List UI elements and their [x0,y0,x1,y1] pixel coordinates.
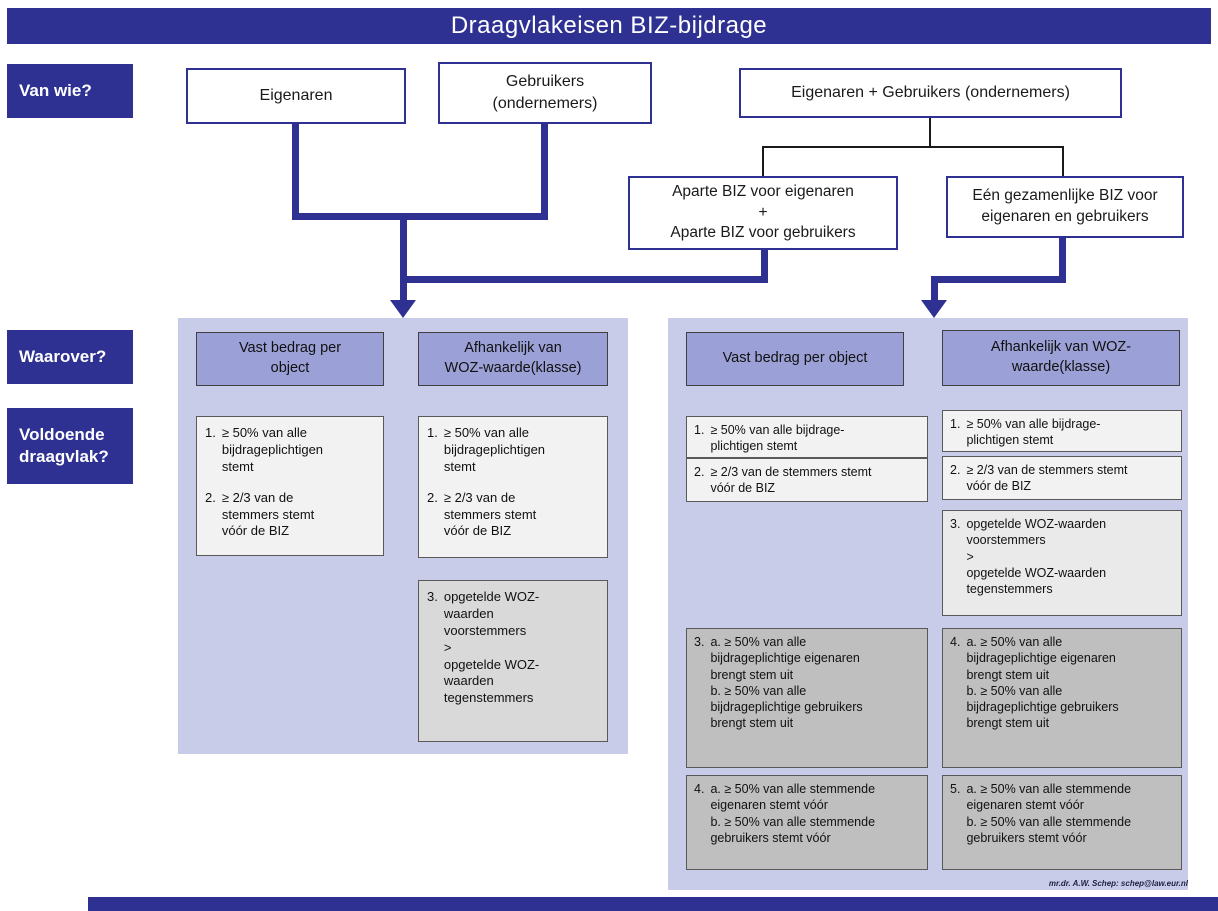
connector-to-aparte [762,146,764,176]
right-panel-col1-req4: 4. a. ≥ 50% van alle stemmende eigenaren… [686,775,928,870]
requirement-item: 3. a. ≥ 50% van alle bijdrageplichtige e… [694,634,920,732]
requirement-item: 4. a. ≥ 50% van alle stemmende eigenaren… [694,781,920,846]
item-text: a. ≥ 50% van alle stemmende eigenaren st… [966,782,1132,845]
right-panel-header-vast-bedrag: Vast bedrag per object [686,332,904,386]
bottom-bar [88,897,1218,911]
item-number: 5. [950,782,961,796]
item-number: 2. [950,463,961,477]
requirement-item: 1. ≥ 50% van alle bijdrage- plichtigen s… [694,422,920,455]
connector-aparte-down [761,249,768,283]
item-text: opgetelde WOZ- waarden voorstemmers > op… [443,589,540,706]
item-number: 1. [950,417,961,431]
row-label-voldoende-draagvlak: Voldoende draagvlak? [7,408,133,484]
item-text: opgetelde WOZ-waarden voorstemmers > opg… [966,517,1107,596]
left-panel-header-vast-bedrag: Vast bedrag per object [196,332,384,386]
item-number: 1. [694,423,705,437]
item-number: 1. [427,425,438,440]
page-title: Draagvlakeisen BIZ-bijdrage [7,8,1211,44]
left-panel-col2-woz-requirement: 3. opgetelde WOZ- waarden voorstemmers >… [418,580,608,742]
right-panel-col1-req2: 2. ≥ 2/3 van de stemmers stemt vóór de B… [686,458,928,502]
box-eigenaren: Eigenaren [186,68,406,124]
connector-gebruikers-down [541,124,548,220]
requirement-item: 2. ≥ 2/3 van de stemmers stemt vóór de B… [694,464,920,497]
item-text: ≥ 2/3 van de stemmers stemt vóór de BIZ [443,489,537,539]
requirement-item: 2. ≥ 2/3 van de stemmers stemt vóór de B… [205,490,375,541]
item-text: ≥ 2/3 van de stemmers stemt vóór de BIZ [710,465,872,496]
connector-merge-down [400,213,407,283]
item-number: 3. [427,589,438,604]
connector-to-gezamenlijk [1062,146,1064,176]
item-text: ≥ 50% van alle bijdrageplichtigen stemt [221,425,324,474]
item-text: a. ≥ 50% van alle bijdrageplichtige eige… [710,635,863,731]
left-panel-col2-requirements: 1. ≥ 50% van alle bijdrageplichtigen ste… [418,416,608,558]
requirement-item: 1. ≥ 50% van alle bijdrage- plichtigen s… [950,416,1174,449]
requirement-item: 3. opgetelde WOZ- waarden voorstemmers >… [427,589,599,707]
connector-left-collector [400,276,768,283]
item-number: 2. [694,465,705,479]
item-text: ≥ 50% van alle bijdrage- plichtigen stem… [966,417,1101,448]
connector-merge-horizontal [292,213,548,220]
item-text: a. ≥ 50% van alle bijdrageplichtige eige… [966,635,1119,731]
requirement-item: 2. ≥ 2/3 van de stemmers stemt vóór de B… [427,490,599,541]
row-label-van-wie: Van wie? [7,64,133,118]
right-panel-col2-req4: 4. a. ≥ 50% van alle bijdrageplichtige e… [942,628,1182,768]
row-label-waarover: Waarover? [7,330,133,384]
item-number: 4. [694,782,705,796]
requirement-item: 5. a. ≥ 50% van alle stemmende eigenaren… [950,781,1174,846]
item-text: ≥ 2/3 van de stemmers stemt vóór de BIZ [966,463,1128,494]
right-panel-col1-req1: 1. ≥ 50% van alle bijdrage- plichtigen s… [686,416,928,458]
credit-text: mr.dr. A.W. Schep: schep@law.eur.nl [1048,879,1188,888]
requirement-item: 1. ≥ 50% van alle bijdrageplichtigen ste… [205,425,375,476]
requirement-item: 3. opgetelde WOZ-waarden voorstemmers > … [950,516,1174,597]
requirement-item: 4. a. ≥ 50% van alle bijdrageplichtige e… [950,634,1174,732]
right-panel-col1-req3: 3. a. ≥ 50% van alle bijdrageplichtige e… [686,628,928,768]
requirement-item: 1. ≥ 50% van alle bijdrageplichtigen ste… [427,425,599,476]
item-text: ≥ 50% van alle bijdrageplichtigen stemt [443,425,546,474]
right-panel-col2-req3: 3. opgetelde WOZ-waarden voorstemmers > … [942,510,1182,616]
item-number: 1. [205,425,216,440]
box-gezamenlijke-biz: Eén gezamenlijke BIZ voor eigenaren en g… [946,176,1184,238]
requirement-item: 2. ≥ 2/3 van de stemmers stemt vóór de B… [950,462,1174,495]
item-number: 4. [950,635,961,649]
right-panel-col2-req1: 1. ≥ 50% van alle bijdrage- plichtigen s… [942,410,1182,452]
arrow-down-right-panel-icon [921,300,947,318]
right-panel-col2-req5: 5. a. ≥ 50% van alle stemmende eigenaren… [942,775,1182,870]
item-number: 3. [694,635,705,649]
item-number: 2. [205,489,216,505]
arrow-down-left-panel-icon [390,300,416,318]
connector-right-collector [931,276,1066,283]
connector-right-arrow-stem [931,276,938,302]
box-eigenaren-plus-gebruikers: Eigenaren + Gebruikers (ondernemers) [739,68,1122,118]
connector-gezamenlijk-down [1059,237,1066,283]
item-text: ≥ 50% van alle bijdrage- plichtigen stem… [710,423,845,454]
box-gebruikers: Gebruikers (ondernemers) [438,62,652,124]
right-panel-col2-req2: 2. ≥ 2/3 van de stemmers stemt vóór de B… [942,456,1182,500]
connector-combined-down [929,118,931,148]
connector-left-arrow-stem [400,276,407,302]
box-aparte-biz: Aparte BIZ voor eigenaren + Aparte BIZ v… [628,176,898,250]
connector-combined-horizontal [762,146,1064,148]
item-text: a. ≥ 50% van alle stemmende eigenaren st… [710,782,876,845]
connector-eigenaren-down [292,124,299,220]
item-number: 2. [427,489,438,505]
left-panel-header-woz: Afhankelijk van WOZ-waarde(klasse) [418,332,608,386]
item-text: ≥ 2/3 van de stemmers stemt vóór de BIZ [221,489,315,539]
left-panel-col1-requirements: 1. ≥ 50% van alle bijdrageplichtigen ste… [196,416,384,556]
item-number: 3. [950,517,961,531]
right-panel-header-woz: Afhankelijk van WOZ- waarde(klasse) [942,330,1180,386]
